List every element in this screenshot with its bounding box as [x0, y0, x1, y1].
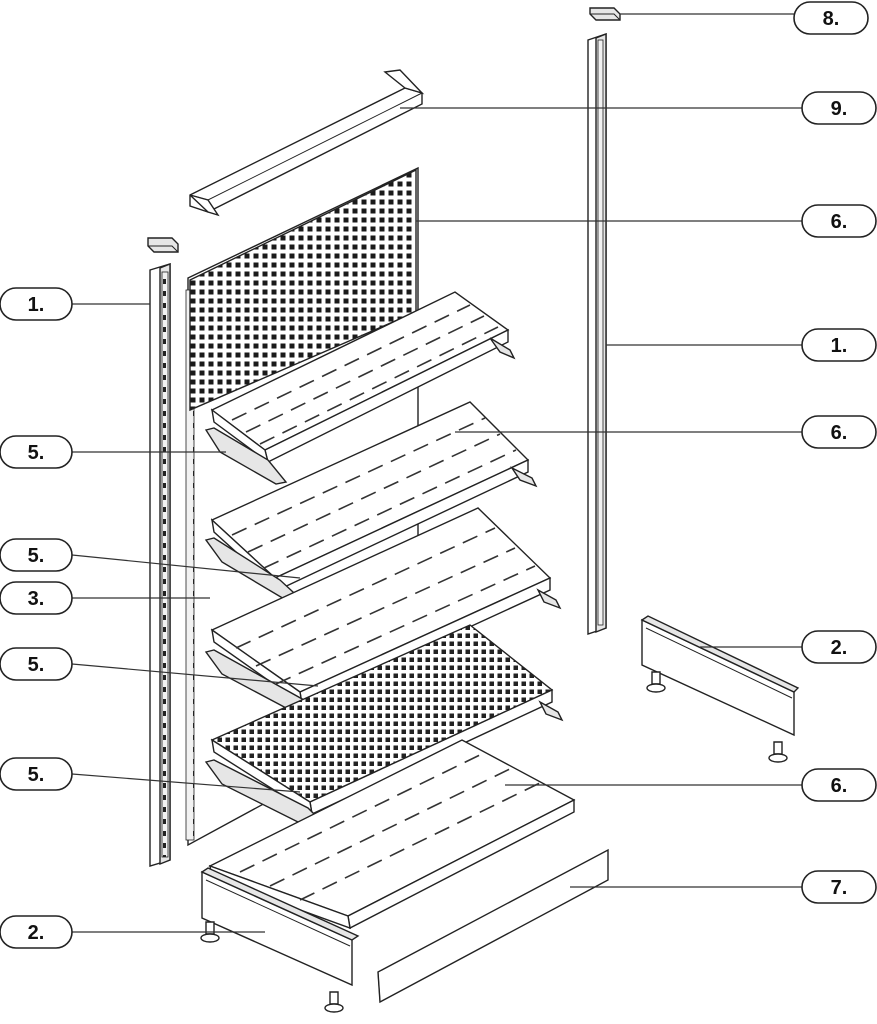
callout-5-d: 5. [0, 757, 73, 791]
callout-5-a: 5. [0, 435, 73, 469]
leader-lines [71, 13, 802, 933]
callout-5-c: 5. [0, 647, 73, 681]
end-cap-top-right [589, 7, 621, 21]
callout-9: 9. [801, 91, 877, 125]
callout-2-right: 2. [801, 630, 877, 664]
callout-3: 3. [0, 581, 73, 615]
svg-text:2.: 2. [28, 922, 45, 944]
svg-text:6.: 6. [831, 422, 848, 444]
leveling-foot-right-a [646, 671, 666, 693]
callout-8-top: 8. [793, 1, 869, 35]
svg-text:5.: 5. [28, 545, 45, 567]
base-plinth-left [200, 867, 360, 987]
callout-6-base: 6. [801, 768, 877, 802]
base-shelf [208, 739, 576, 930]
callout-1-right: 1. [801, 328, 877, 362]
leveling-foot-right-b [768, 741, 788, 763]
leveling-foot-left-b [324, 991, 344, 1013]
svg-text:5.: 5. [28, 764, 45, 786]
svg-text:6.: 6. [831, 211, 848, 233]
svg-text:6.: 6. [831, 775, 848, 797]
callout-7: 7. [801, 870, 877, 904]
kick-plate-front [377, 848, 609, 1004]
svg-text:3.: 3. [28, 588, 45, 610]
callout-5-b: 5. [0, 538, 73, 572]
base-plinth-right [640, 615, 800, 737]
svg-text:1.: 1. [28, 294, 45, 316]
svg-text:7.: 7. [831, 877, 848, 899]
svg-text:8.: 8. [823, 8, 840, 30]
shelf-4-perforated [210, 624, 554, 816]
callout-6-pegboard: 6. [801, 204, 877, 238]
svg-text:9.: 9. [831, 98, 848, 120]
leveling-foot-left-a [200, 921, 220, 943]
end-cap-top-left [147, 237, 179, 253]
svg-text:1.: 1. [831, 335, 848, 357]
top-rail [189, 69, 425, 217]
svg-text:2.: 2. [831, 637, 848, 659]
svg-text:5.: 5. [28, 442, 45, 464]
callout-6-shelf: 6. [801, 415, 877, 449]
callout-1-left: 1. [0, 287, 73, 321]
shelf-1 [210, 291, 510, 464]
svg-text:5.: 5. [28, 654, 45, 676]
upright-right [587, 32, 607, 635]
callout-2-left: 2. [0, 915, 73, 949]
